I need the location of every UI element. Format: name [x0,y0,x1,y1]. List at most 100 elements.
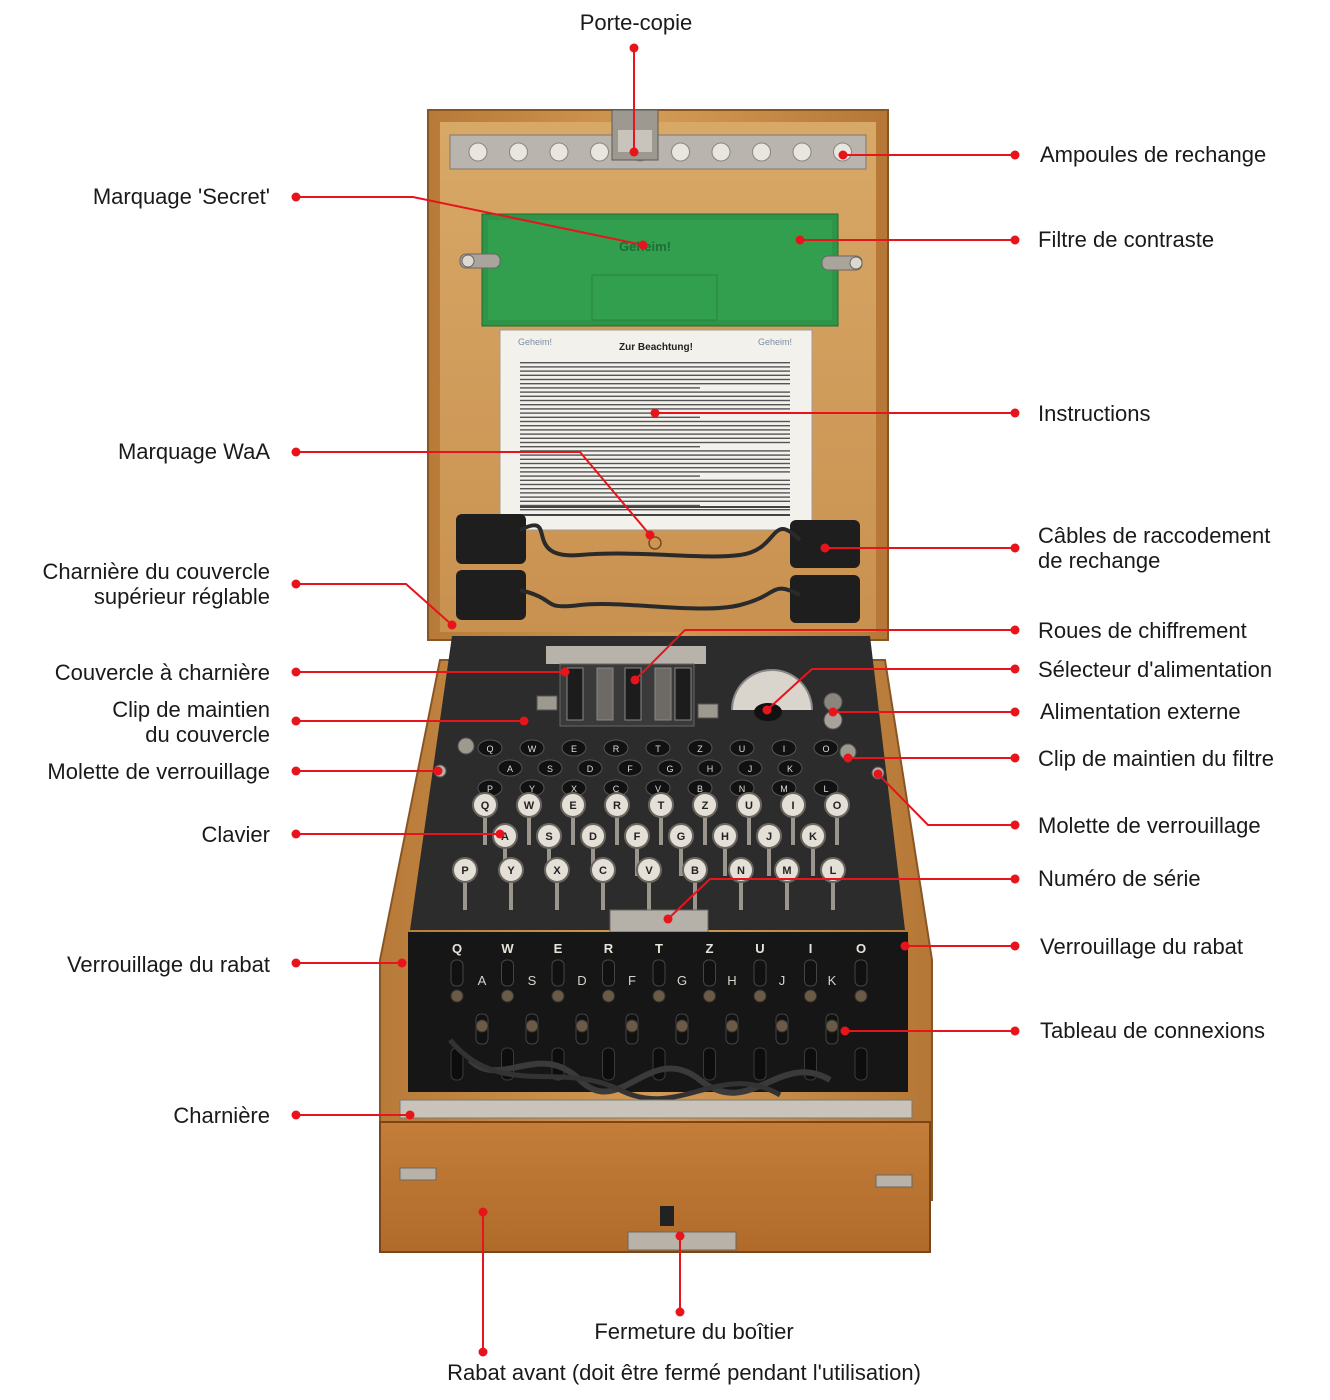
key-stem [635,836,639,876]
lid-clip [697,703,719,719]
plug [450,959,464,987]
card-line [520,378,790,381]
plugboard-letter: I [809,941,813,956]
key-letter: X [553,865,561,877]
contrast-filter: Geheim! [481,213,839,327]
card-line [520,395,790,397]
lamp-letter: K [787,764,793,774]
lid-clip [536,695,558,711]
leader-dot [433,766,443,776]
card-stamp-left: Geheim! [518,337,552,347]
key [780,792,806,818]
lamp-letter: M [780,784,788,794]
card-line [520,467,790,469]
plugboard-letter: D [577,973,586,988]
lamp-letter: Z [697,744,703,754]
lamp [777,759,803,777]
key-stem [831,870,835,910]
key [800,823,826,849]
card-line [520,492,790,494]
key-letter: P [461,865,468,877]
key-letter: H [721,831,729,843]
key-stem [659,805,663,845]
leader-dot [397,958,407,968]
plug [753,959,767,987]
lamp [477,739,503,757]
key [604,792,630,818]
lamp [645,739,671,757]
card-line [520,509,790,511]
leader-dot [1010,753,1020,763]
key [648,792,674,818]
key-stem [601,870,605,910]
key [728,857,754,883]
plugboard-letter: U [755,941,764,956]
leader-dot [873,769,883,779]
leader-dot [629,147,639,157]
leader-dot [650,408,660,418]
key-stem [463,870,467,910]
leader-dot [291,1110,301,1120]
key-letter: F [634,831,641,843]
card-line [520,483,790,486]
key-stem [723,836,727,876]
leader-dot [1010,625,1020,635]
leader-line [296,583,453,626]
key-letter: J [766,831,772,843]
card-title: Zur Beachtung! [619,342,693,353]
lamp-letter: Q [486,744,493,754]
key-stem [591,836,595,876]
socket [652,989,666,1003]
key-stem [555,870,559,910]
key [682,857,708,883]
lamp [687,739,713,757]
leader-dot [795,235,805,245]
key-stem [547,836,551,876]
leader-lines [291,43,1020,1357]
lamp [519,739,545,757]
plugboard-letter: O [856,941,866,956]
lamp [697,759,723,777]
card-line [520,404,790,406]
socket [725,1019,739,1033]
key-letter: A [501,831,509,843]
card-line [520,500,790,502]
card-line [520,362,790,364]
key-stem [791,805,795,845]
key-stem [509,870,513,910]
lamp-letter: F [627,764,633,774]
plugboard-letter: H [727,973,736,988]
card-line [520,433,790,435]
key [472,792,498,818]
rotor [674,667,692,721]
leader-dot [840,1026,850,1036]
hinge [399,1099,913,1119]
key-letter: W [524,800,535,812]
leader-dot [447,620,457,630]
spare-bulb [549,142,569,162]
key [536,823,562,849]
spare-bulb [590,142,609,162]
external-power-terminals [823,692,843,730]
card-line [520,475,700,477]
leader-dot [1010,664,1020,674]
lamp-letter: D [587,764,594,774]
lamp [737,759,763,777]
leader-dot [1010,408,1020,418]
socket [854,989,868,1003]
key [624,823,650,849]
key [668,823,694,849]
key [590,857,616,883]
leader-dot [1010,150,1020,160]
lamp-letter: B [697,784,703,794]
socket [575,1019,589,1033]
plugboard-letter: R [604,941,614,956]
lamp [813,779,839,797]
lamp [771,739,797,757]
key-letter: K [809,831,817,843]
leader-dot [645,530,655,540]
leader-line [634,629,1015,681]
lamp-letter: A [507,764,513,774]
lamp-letter: P [487,784,493,794]
